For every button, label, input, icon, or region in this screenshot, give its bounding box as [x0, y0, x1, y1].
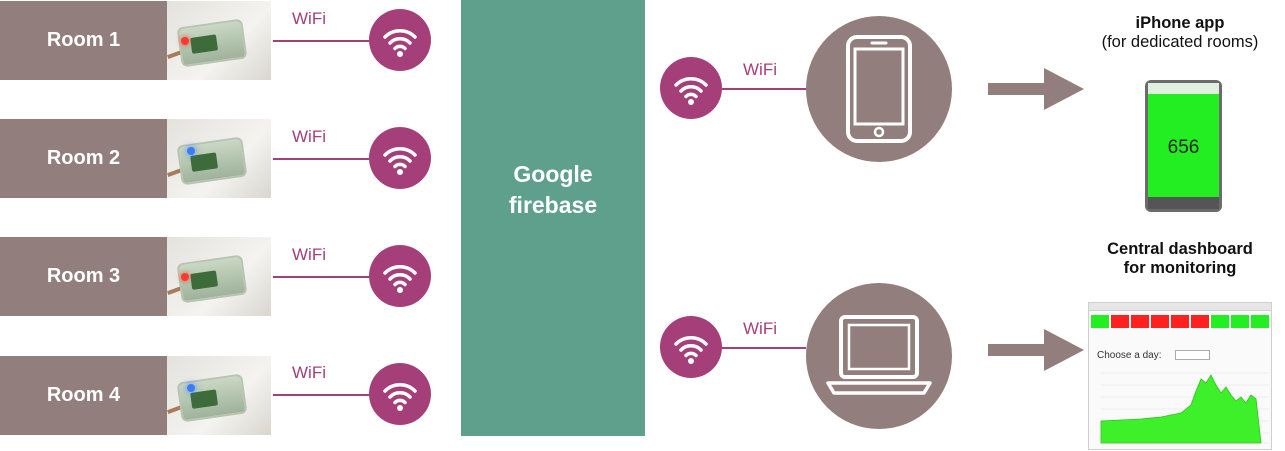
room-status-tile [1211, 315, 1229, 328]
wifi-icon [660, 57, 722, 119]
laptop-circle [806, 283, 952, 429]
wifi-label: WiFi [743, 60, 777, 79]
room-label-box: Room 1 [0, 1, 167, 80]
wifi-icon [369, 9, 431, 71]
dashboard-title-line1: Central dashboard [1107, 240, 1253, 258]
status-led [187, 384, 195, 392]
sensor-device-photo [167, 356, 271, 435]
iphone-app-screenshot: 656 [1145, 80, 1222, 212]
wifi-label: WiFi [292, 245, 326, 264]
room-status-tile [1091, 315, 1109, 328]
room-label: Room 2 [46, 147, 121, 169]
dashboard-title-line2: for monitoring [1123, 259, 1237, 277]
room-status-tile [1131, 315, 1149, 328]
firebase-line2: firebase [508, 192, 598, 218]
sensor-device-photo [167, 237, 271, 316]
smartphone-circle [806, 16, 952, 162]
wifi-label: WiFi [292, 9, 326, 28]
wifi-label: WiFi [292, 363, 326, 382]
dashboard-screenshot: Choose a day: [1088, 302, 1272, 450]
wifi-icon [660, 316, 722, 378]
room-status-tile [1191, 315, 1209, 328]
arrow-right-icon [988, 68, 1084, 110]
choose-day-label: Choose a day: [1097, 350, 1162, 361]
sensor-device-photo [167, 1, 271, 80]
connection-line [273, 394, 369, 396]
room-status-tile [1151, 315, 1169, 328]
room-label-box: Room 3 [0, 237, 167, 316]
room-status-tiles [1089, 311, 1271, 328]
room-label-box: Room 2 [0, 119, 167, 198]
wifi-icon [369, 127, 431, 189]
connection-line [273, 40, 369, 42]
wifi-label: WiFi [292, 127, 326, 146]
co2-reading: 656 [1167, 137, 1200, 158]
google-firebase-box: Google firebase [461, 0, 645, 436]
firebase-line1: Google [513, 161, 593, 187]
wifi-label: WiFi [743, 319, 777, 338]
arrow-right-icon [988, 329, 1084, 371]
room-status-tile [1231, 315, 1249, 328]
status-led [181, 37, 189, 45]
room-label-box: Room 4 [0, 356, 167, 435]
room-label: Room 3 [46, 265, 121, 287]
room-label: Room 4 [46, 384, 121, 406]
iphone-app-subtitle: (for dedicated rooms) [1101, 33, 1259, 51]
smartphone-icon [846, 35, 912, 143]
room-label: Room 1 [46, 29, 121, 51]
status-led [181, 273, 189, 281]
connection-line [722, 88, 806, 90]
date-input [1175, 350, 1210, 360]
connection-line [273, 276, 369, 278]
iphone-app-heading: iPhone app (for dedicated rooms) [1080, 14, 1280, 52]
wifi-icon [369, 245, 431, 307]
connection-line [722, 347, 806, 349]
iphone-app-title: iPhone app [1135, 14, 1225, 32]
dashboard-heading: Central dashboard for monitoring [1080, 240, 1280, 278]
room-status-tile [1171, 315, 1189, 328]
co2-history-chart [1100, 372, 1269, 444]
room-status-tile [1111, 315, 1129, 328]
room-status-tile [1251, 315, 1269, 328]
status-led [187, 147, 195, 155]
connection-line [273, 158, 369, 160]
laptop-icon [826, 315, 932, 395]
sensor-device-photo [167, 119, 271, 198]
wifi-icon [369, 363, 431, 425]
